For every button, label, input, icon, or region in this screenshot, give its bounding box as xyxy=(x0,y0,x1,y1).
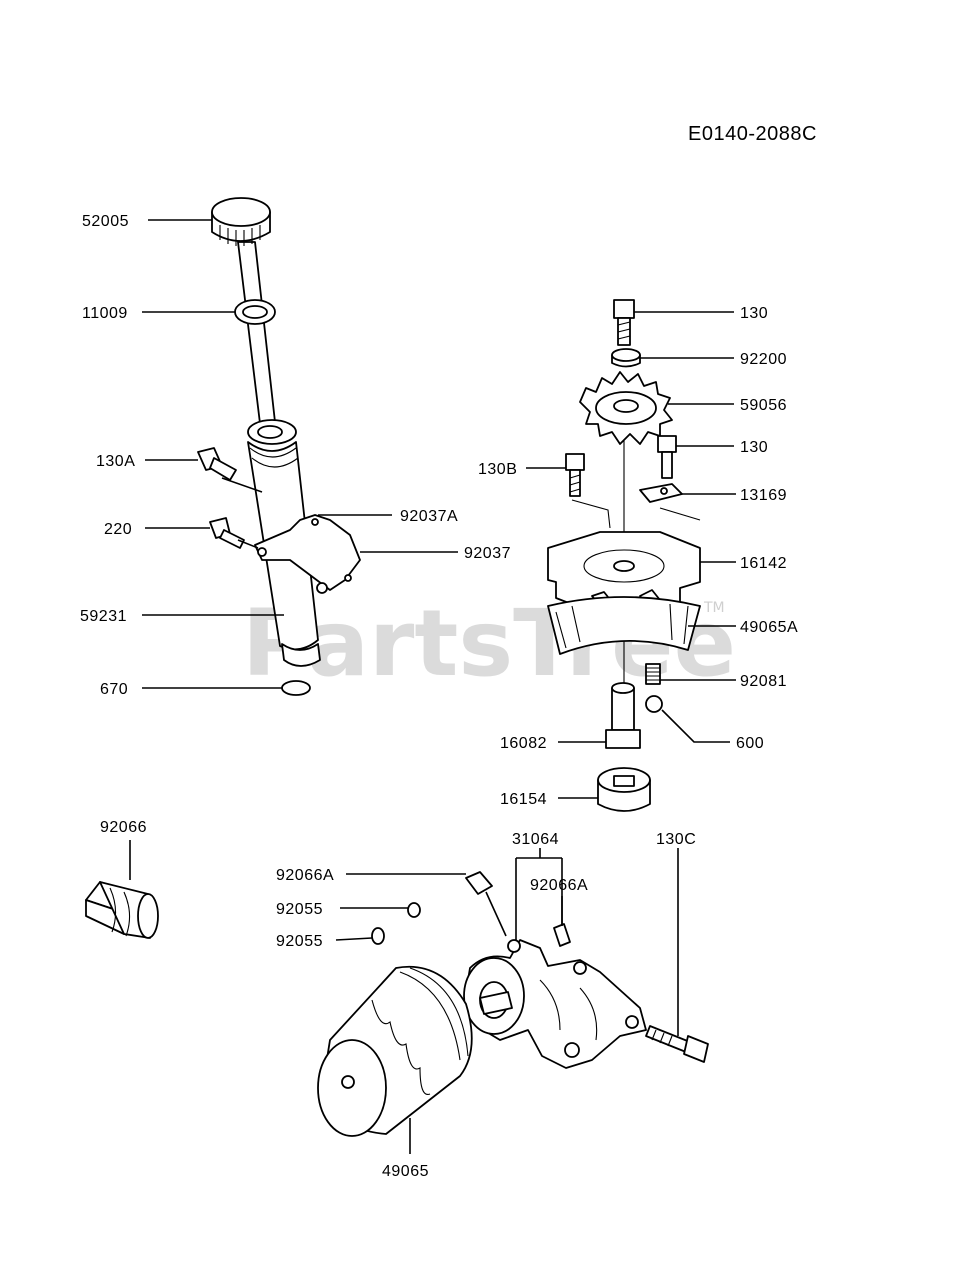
label-130A: 130A xyxy=(96,453,135,470)
label-49065: 49065 xyxy=(382,1163,429,1180)
part-92081-spring[interactable] xyxy=(645,663,661,685)
label-49065A: 49065A xyxy=(740,619,798,636)
part-16082-shaft[interactable] xyxy=(605,682,641,749)
label-92066A-left: 92066A xyxy=(276,867,334,884)
part-11009-o-ring[interactable] xyxy=(234,299,276,325)
part-130A-bolt[interactable] xyxy=(197,447,237,481)
label-92081: 92081 xyxy=(740,673,787,690)
part-130C-bolt[interactable] xyxy=(645,1025,709,1063)
part-130-bolt-mid[interactable] xyxy=(657,435,677,479)
label-92055-b: 92055 xyxy=(276,933,323,950)
part-92200-washer[interactable] xyxy=(611,348,641,368)
label-92066: 92066 xyxy=(100,819,147,836)
oil-pump-assembly xyxy=(526,299,736,812)
label-670: 670 xyxy=(100,681,128,698)
label-92037: 92037 xyxy=(464,545,511,562)
part-92066-plug[interactable] xyxy=(85,840,159,939)
part-92055-o-ring-a[interactable] xyxy=(407,902,421,918)
part-92066A-plug-right[interactable] xyxy=(553,923,571,947)
label-220: 220 xyxy=(104,521,132,538)
part-31064-filter-base[interactable] xyxy=(463,939,647,1069)
filter-base-assembly xyxy=(317,848,709,1154)
part-13169-plate[interactable] xyxy=(639,483,683,503)
trademark: TM xyxy=(703,600,725,616)
label-52005: 52005 xyxy=(82,213,129,230)
part-600-ball[interactable] xyxy=(645,695,663,713)
diagram-reference: E0140-2088C xyxy=(688,123,817,145)
label-130C: 130C xyxy=(656,831,696,848)
label-130-mid: 130 xyxy=(740,439,768,456)
part-220-bolt[interactable] xyxy=(209,517,245,549)
label-31064: 31064 xyxy=(512,831,559,848)
label-92066A-right: 92066A xyxy=(530,877,588,894)
label-600: 600 xyxy=(736,735,764,752)
label-92037A: 92037A xyxy=(400,508,458,525)
part-49065-oil-filter[interactable] xyxy=(317,965,473,1137)
label-16082: 16082 xyxy=(500,735,547,752)
label-16154: 16154 xyxy=(500,791,547,808)
part-670-o-ring[interactable] xyxy=(281,680,311,696)
label-130-top: 130 xyxy=(740,305,768,322)
part-52005-cap[interactable] xyxy=(211,197,271,246)
part-92055-o-ring-b[interactable] xyxy=(371,927,385,945)
part-49065A-screen[interactable] xyxy=(547,596,701,655)
label-59056: 59056 xyxy=(740,397,787,414)
label-59231: 59231 xyxy=(80,608,127,625)
part-16154-rotor[interactable] xyxy=(597,767,651,812)
label-130B: 130B xyxy=(478,461,517,478)
label-92055-a: 92055 xyxy=(276,901,323,918)
part-59056-gear[interactable] xyxy=(579,371,673,445)
label-13169: 13169 xyxy=(740,487,787,504)
part-92037-bracket[interactable] xyxy=(254,514,361,594)
label-11009: 11009 xyxy=(82,305,128,322)
part-130B-bolt[interactable] xyxy=(565,453,585,497)
dipstick-assembly xyxy=(142,197,458,696)
part-92066A-plug-left[interactable] xyxy=(465,871,507,937)
label-16142: 16142 xyxy=(740,555,787,572)
part-130-bolt-top[interactable] xyxy=(613,299,635,346)
label-92200: 92200 xyxy=(740,351,787,368)
